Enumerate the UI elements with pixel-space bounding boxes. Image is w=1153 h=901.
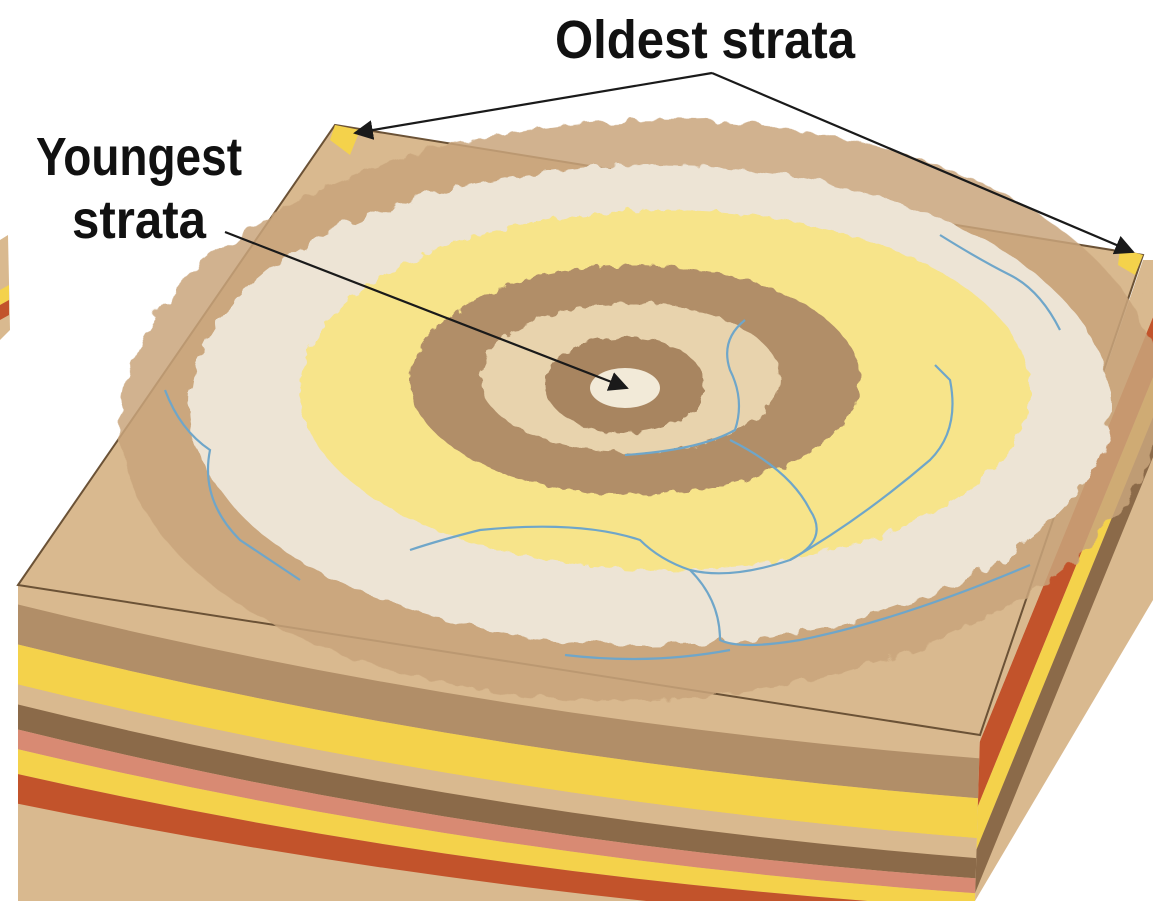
left-block-fragment — [0, 235, 10, 340]
oldest-strata-label: Oldest strata — [555, 10, 856, 70]
youngest-strata-label-line1: Youngest — [36, 127, 242, 187]
youngest-strata-label-line2: strata — [72, 190, 207, 250]
